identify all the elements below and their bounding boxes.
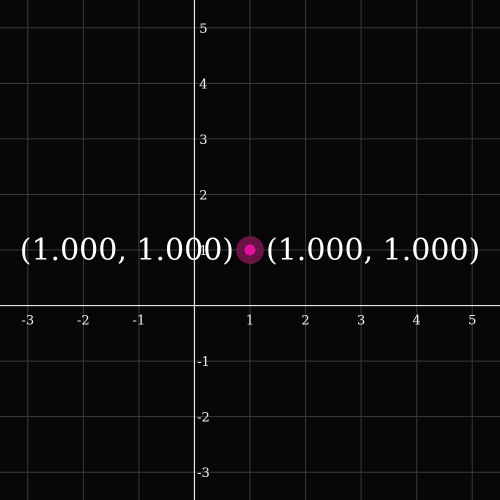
y-tick-label: -1: [197, 355, 210, 370]
x-tick-label: 5: [468, 314, 476, 329]
x-tick-label: 3: [357, 314, 365, 329]
y-tick-label: 5: [199, 22, 207, 37]
y-tick-label: 1: [199, 244, 207, 259]
tick-labels: -3 -2 -1 1 2 3 4 5 -3 -2 -1 1 2 3 4 5: [21, 22, 476, 481]
point-coordinate-label-right: (1.000, 1.000): [266, 233, 480, 268]
x-tick-label: 4: [413, 314, 421, 329]
y-tick-label: 3: [199, 133, 207, 148]
y-tick-label: -2: [197, 411, 210, 426]
y-tick-label: 4: [199, 77, 207, 92]
x-tick-label: -1: [133, 314, 146, 329]
x-tick-label: -3: [21, 314, 34, 329]
point-coordinate-label-left: (1.000, 1.000): [20, 233, 234, 268]
x-tick-label: 1: [246, 314, 254, 329]
x-tick-label: 2: [301, 314, 309, 329]
x-tick-label: -2: [77, 314, 90, 329]
y-tick-label: -3: [197, 466, 210, 481]
draggable-point[interactable]: [244, 244, 256, 256]
y-tick-label: 2: [199, 188, 207, 203]
